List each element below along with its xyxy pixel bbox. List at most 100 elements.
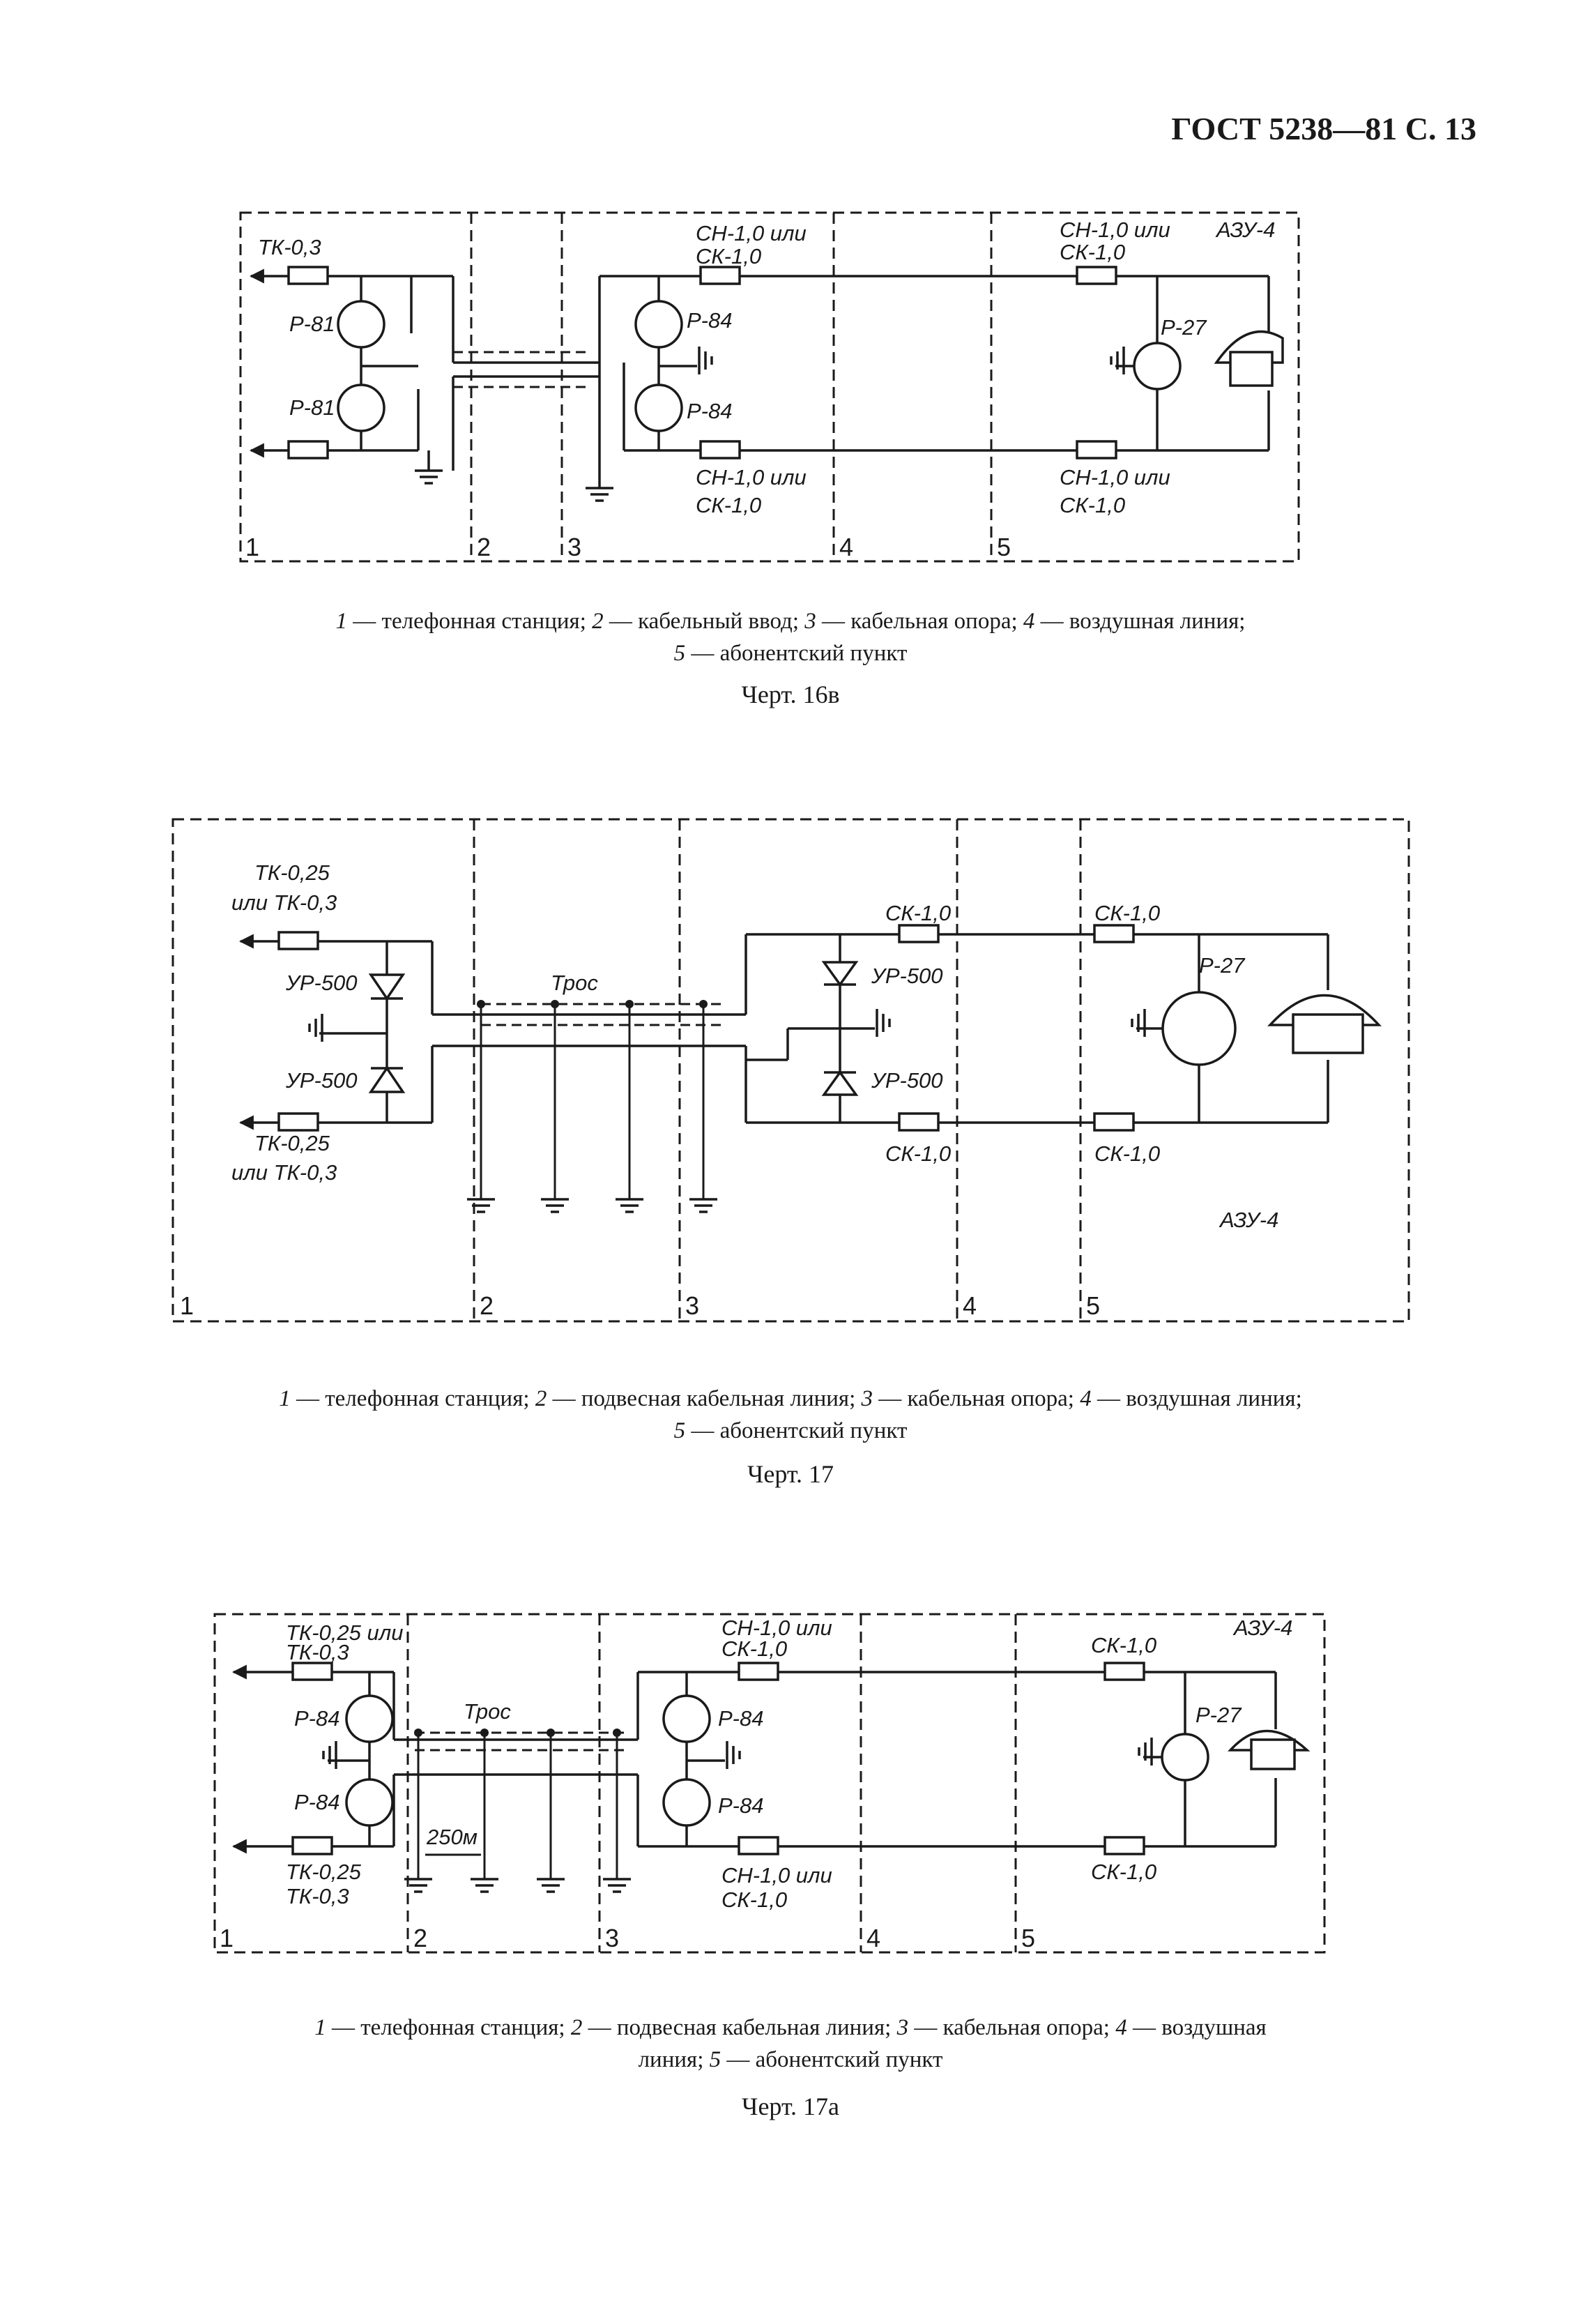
label: Трос [551, 971, 598, 995]
zone-number: 1 [180, 1291, 194, 1320]
label: Р-84 [294, 1706, 339, 1731]
caption-line: линия; 5 — абонентский пункт [0, 2044, 1581, 2076]
arrester [634, 383, 683, 432]
label: Р-27 [1199, 953, 1246, 978]
caption-line: 5 — абонентский пункт [0, 1415, 1581, 1447]
label: СК-1,0 [696, 493, 761, 517]
label: Р-84 [687, 308, 732, 333]
fuse [738, 1836, 779, 1855]
junction-dot [477, 1000, 485, 1008]
label: или ТК-0,3 [231, 1160, 337, 1185]
label: ТК-0,3 [286, 1640, 349, 1664]
arrester [1133, 342, 1182, 390]
label: ТК-0,25 [254, 1131, 330, 1155]
label: или ТК-0,3 [231, 890, 337, 915]
fuse [291, 1662, 333, 1681]
legend-number: 4 [1080, 1386, 1092, 1411]
junction-dot [625, 1000, 634, 1008]
label: СН-1,0 или [721, 1863, 832, 1888]
diagram-17a: ТК-0,25 или ТК-0,3 Р-84 Р-84 ТК-0,25 ТК-… [213, 1613, 1326, 1954]
fuse [738, 1662, 779, 1681]
label: СК-1,0 [1091, 1860, 1156, 1884]
label: УР-500 [285, 1068, 358, 1093]
fuse [1093, 1112, 1135, 1132]
legend-text: — абонентский пункт [721, 2047, 943, 2072]
label: 250м [426, 1825, 478, 1849]
legend-number: 4 [1115, 2015, 1127, 2040]
arrester [337, 300, 385, 349]
label: Р-84 [294, 1790, 339, 1814]
ground-icon [614, 1198, 645, 1213]
label: УР-500 [285, 971, 358, 995]
fuse [291, 1836, 333, 1855]
arrester [345, 1778, 394, 1827]
legend-text: — воздушная [1126, 2015, 1267, 2040]
arrester-diode [821, 961, 859, 987]
label: СН-1,0 или [1060, 465, 1170, 489]
phone-icon [1292, 1013, 1364, 1054]
label: УР-500 [871, 964, 943, 988]
legend-number: 3 [896, 2015, 909, 2040]
ground-icon [466, 1198, 496, 1213]
zone-number: 1 [245, 533, 259, 561]
ground-icon [413, 469, 444, 485]
caption-17a: 1 — телефонная станция; 2 — подвесная ка… [0, 2012, 1581, 2076]
legend-number: 4 [1023, 609, 1035, 634]
figure-label: Черт. 16в [741, 681, 840, 708]
arrester [662, 1694, 711, 1743]
legend-text: — подвесная кабельная линия; [547, 1386, 862, 1411]
zone-number: 3 [685, 1291, 699, 1320]
ground-icon [876, 1008, 891, 1038]
legend-number: 5 [709, 2047, 721, 2072]
label: СК-1,0 [1094, 1141, 1160, 1166]
ground-icon [584, 487, 615, 502]
diagram-frame [239, 211, 1300, 563]
label: СН-1,0 или [721, 1616, 832, 1640]
label: СН-1,0 или [1060, 218, 1170, 242]
ground-icon [1138, 1736, 1153, 1767]
label: АЗУ-4 [1219, 1208, 1278, 1232]
label: Трос [464, 1699, 511, 1724]
label: Р-84 [687, 399, 732, 423]
diagram-16v: ТК-0,3 Р-81 Р-81 СН-1,0 или СК-1,0 Р-84 … [239, 211, 1300, 563]
label: СК-1,0 [885, 1141, 951, 1166]
legend-number: 1 [314, 2015, 326, 2040]
zone-number: 1 [220, 1924, 234, 1952]
label: Р-81 [289, 395, 335, 420]
zone-number: 5 [997, 533, 1011, 561]
label: ТК-0,3 [258, 235, 321, 259]
ground-icon [308, 1012, 323, 1043]
caption-line: 5 — абонентский пункт [0, 637, 1581, 669]
legend-text: — абонентский пункт [685, 641, 908, 666]
legend-number: 2 [570, 2015, 583, 2040]
junction-dot [613, 1729, 621, 1737]
ground-icon [698, 345, 713, 376]
fuse [1076, 266, 1117, 285]
arrester [337, 383, 385, 432]
label: Р-27 [1161, 315, 1207, 340]
zone-number: 4 [866, 1924, 880, 1952]
junction-dot [480, 1729, 489, 1737]
label: АЗУ-4 [1215, 218, 1275, 242]
label: СК-1,0 [1060, 493, 1125, 517]
label: ТК-0,25 или [286, 1620, 403, 1645]
zone-number: 2 [413, 1924, 427, 1952]
legend-number: 2 [535, 1386, 547, 1411]
arrester [662, 1778, 711, 1827]
legend-number: 1 [279, 1386, 291, 1411]
zone-number: 3 [605, 1924, 619, 1952]
legend-text: линия; [638, 2047, 710, 2072]
fuse [277, 1112, 319, 1132]
caption-line: 1 — телефонная станция; 2 — кабельный вв… [0, 605, 1581, 637]
label: ТК-0,25 [254, 860, 330, 885]
label: СК-1,0 [1094, 901, 1160, 925]
caption-line: 1 — телефонная станция; 2 — подвесная ка… [0, 1383, 1581, 1415]
legend-text: — телефонная станция; [290, 1386, 535, 1411]
ground-icon [540, 1198, 570, 1213]
label: СК-1,0 [721, 1888, 787, 1912]
label: СК-1,0 [885, 901, 951, 925]
diagram-frame [171, 818, 1410, 1323]
label: Р-84 [718, 1706, 763, 1731]
label: ТК-0,25 [286, 1860, 362, 1884]
label: ТК-0,3 [286, 1884, 349, 1908]
